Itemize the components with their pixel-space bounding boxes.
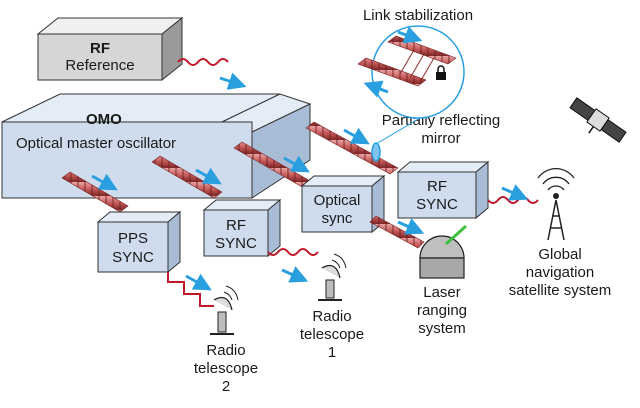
rf-sync-right-line2: SYNC [416,196,458,213]
optical-sync-box: Optical sync [300,174,386,234]
laser-ranging-line2: ranging [417,302,467,319]
rf-sync-right-line1: RF [427,178,447,195]
laser-ranging-line3: system [418,320,466,337]
radio-telescope-2-icon [210,285,239,335]
rf-reference-wave [177,58,229,66]
rf-right-wave [487,196,539,204]
rf-reference-box: RF Reference [36,16,184,82]
mirror [371,142,381,162]
radio-telescope-2-line2: telescope [194,360,258,377]
link-stabilization-title: Link stabilization [363,7,473,24]
beam-to-laser-ranging [369,215,425,249]
rf-sync-mid-line2: SYNC [215,235,257,252]
rf-sync-mid-line1: RF [226,217,246,234]
rf-sync-right-box: RF SYNC [396,160,490,220]
pps-sync-line2: SYNC [112,249,154,266]
rf-mid-arrow [281,266,309,283]
lock-icon [436,65,446,80]
gnss-line3: satellite system [509,282,612,299]
beam-arrow-rf-right [343,127,370,145]
radio-telescope-1-line1: Radio [312,308,351,325]
gnss-line2: navigation [526,264,594,281]
beam-arrow-optical [283,155,310,173]
beam-arrow-rf-mid [195,167,222,185]
pps-signal-arrow [185,273,212,291]
radio-telescope-2-line3: 2 [222,378,230,395]
radio-telescope-1-icon [318,253,347,301]
satellite-icon [569,97,627,143]
rf-reference-arrow [219,72,247,90]
rf-sync-mid-box: RF SYNC [202,198,282,258]
beam-to-pps [61,171,129,213]
radio-telescope-1-line3: 1 [328,344,336,361]
omo-box: OMO Optical master oscillator [1,93,312,199]
rf-mid-wave [267,248,319,256]
rf-right-arrow [501,184,529,201]
rf-reference-title: RF [90,40,110,57]
mirror-label-line2: mirror [421,130,460,147]
radio-telescope-1-line2: telescope [300,326,364,343]
laser-ranging-observatory-icon [419,224,468,279]
antenna-tower-icon [537,168,575,241]
radio-telescope-2-line1: Radio [206,342,245,359]
optical-sync-line1: Optical [314,192,361,209]
pps-sync-box: PPS SYNC [96,210,182,274]
optical-sync-line2: sync [322,210,353,227]
beam-arrow-pps [91,173,118,191]
pps-signal-line [167,272,214,307]
link-stabilization-inset: Link stabilization [357,7,473,145]
gnss-line1: Global [538,246,581,263]
omo-subtitle: Optical master oscillator [16,135,176,152]
laser-ranging-arrow [397,218,425,235]
laser-ranging-line1: Laser [423,284,461,301]
beam-to-rf-right [305,121,399,175]
omo-title: OMO [86,111,122,128]
rf-reference-subtitle: Reference [65,57,134,74]
pps-sync-line1: PPS [118,230,148,247]
beam-to-rf-mid [151,155,223,199]
